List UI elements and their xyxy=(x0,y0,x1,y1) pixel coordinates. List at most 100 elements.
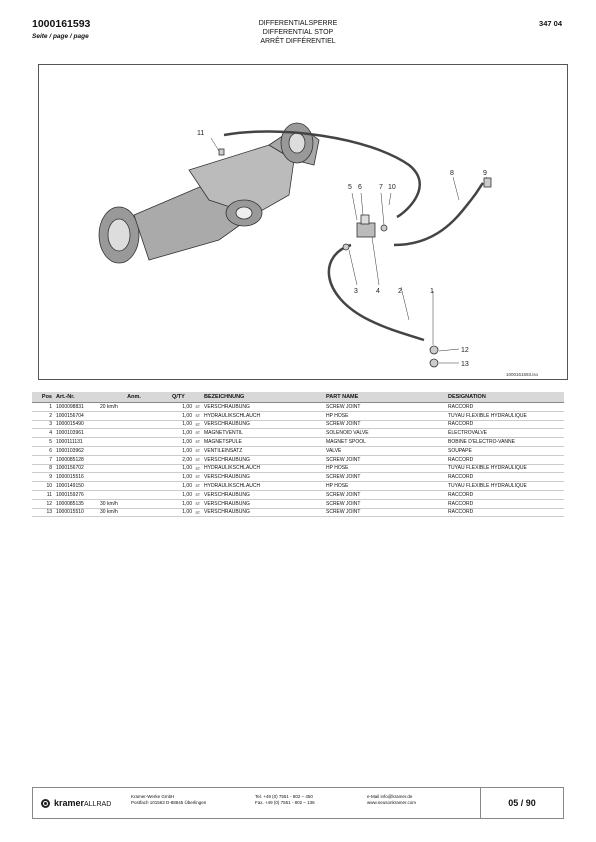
callout-4: 4 xyxy=(376,288,380,295)
page-number: 05 / 90 xyxy=(480,788,563,818)
cell-art: 1000085135 xyxy=(56,500,84,507)
cell-bez: VENTILEINSATZ xyxy=(204,447,243,454)
valve-block xyxy=(218,148,492,368)
brand-logo: kramerALLRAD xyxy=(41,798,111,809)
cell-part: SOLENOID VALVE xyxy=(326,430,369,437)
contact-block: e-Mail info@kramer.de www.neusonkramer.c… xyxy=(367,794,416,806)
cell-bez: VERSCHRAUBUNG xyxy=(204,421,250,428)
callout-10: 10 xyxy=(388,184,396,191)
cell-part: HP HOSE xyxy=(326,412,349,419)
cell-part: SCREW JOINT xyxy=(326,500,361,507)
cell-anm xyxy=(98,473,170,482)
callout-7: 7 xyxy=(379,184,383,191)
cell-art: 1000156704 xyxy=(56,412,84,419)
cell-pos: 2 xyxy=(49,412,52,419)
cell-part: SCREW JOINT xyxy=(326,491,361,498)
cell-art: 1000085128 xyxy=(56,456,84,463)
company-address: Kramer-Werke GmbH Postfach 101563 D-8864… xyxy=(131,794,206,806)
cell-anm xyxy=(98,429,170,438)
title-de: DIFFERENTIALSPERRE xyxy=(258,20,338,27)
page-label: Seite / page / page xyxy=(32,33,89,40)
callout-2: 2 xyxy=(398,288,402,295)
cell-pos: 9 xyxy=(49,474,52,481)
unit-label: ST xyxy=(195,405,200,409)
email-address: e-Mail info@kramer.de xyxy=(367,794,413,799)
cell-pos: 5 xyxy=(49,439,52,446)
cell-part: SCREW JOINT xyxy=(326,456,361,463)
unit-label: ST xyxy=(195,466,200,471)
diagram-drawing: 11 5 6 7 10 8 9 3 4 2 1 12 13 1000161593… xyxy=(98,122,539,377)
cell-des: TUYAU FLEXIBLE HYDRAULIQUE xyxy=(448,412,527,419)
cell-pos: 6 xyxy=(49,447,52,454)
cell-pos: 10 xyxy=(46,483,52,490)
cell-bez: MAGNETSPULE xyxy=(204,439,242,446)
col-qty: Q/TY xyxy=(170,392,202,403)
callout-labels: 11 5 6 7 10 8 9 3 4 2 1 12 13 1000161593… xyxy=(197,130,539,377)
phone-block: Tel. +49 (0) 7551 - 802 – 450 Fax. +49 (… xyxy=(255,794,315,806)
cell-part: SCREW JOINT xyxy=(326,421,361,428)
cell-art: 1000103961 xyxy=(56,430,84,437)
kramer-logo-icon xyxy=(41,799,50,809)
header-left: 1000161593 Seite / page / page xyxy=(32,18,90,40)
axle-assembly xyxy=(98,122,320,264)
cell-art: 1000156702 xyxy=(56,465,84,472)
cell-bez: VERSCHRAUBUNG xyxy=(204,500,250,507)
cell-pos: 3 xyxy=(49,421,52,428)
unit-label: ST xyxy=(195,492,200,497)
callout-1: 1 xyxy=(430,288,434,295)
cell-art: 1000149150 xyxy=(56,483,84,490)
header-title-block: DIFFERENTIALSPERRE DIFFERENTIAL STOP ARR… xyxy=(0,19,596,46)
cell-des: SOUPAPE xyxy=(448,447,472,454)
unit-label: ST xyxy=(195,484,200,489)
unit-label: ST xyxy=(195,422,200,427)
cell-part: HP HOSE xyxy=(326,483,349,490)
unit-label: ST xyxy=(195,501,200,506)
cell-anm xyxy=(98,464,170,473)
unit-label: ST xyxy=(195,431,200,436)
cell-des: RACCORD xyxy=(448,456,474,463)
hoses xyxy=(223,130,484,342)
cell-des: RACCORD xyxy=(448,509,474,516)
cell-des: RACCORD xyxy=(448,500,474,507)
title-en: DIFFERENTIAL STOP xyxy=(262,29,334,36)
leader-lines xyxy=(210,137,488,364)
cell-anm: 30 km/h xyxy=(100,500,118,507)
unit-label: ST xyxy=(195,475,200,480)
cell-bez: VERSCHRAUBUNG xyxy=(204,509,250,516)
brand-name: kramer xyxy=(54,798,85,808)
cell-bez: MAGNETVENTIL xyxy=(204,430,243,437)
section-code: 347 04 xyxy=(539,19,562,28)
unit-label: ST xyxy=(195,413,200,418)
cell-anm: 20 km/h xyxy=(100,403,118,410)
callout-3: 3 xyxy=(354,288,358,295)
cell-pos: 1 xyxy=(49,403,52,410)
cell-bez: VERSCHRAUBUNG xyxy=(204,474,250,481)
diagram-image-id: 1000161593.iso xyxy=(506,372,539,377)
callout-6: 6 xyxy=(358,184,362,191)
callout-11: 11 xyxy=(197,130,204,137)
exploded-diagram: 11 5 6 7 10 8 9 3 4 2 1 12 13 1000161593… xyxy=(38,64,568,380)
cell-part: HP HOSE xyxy=(326,465,349,472)
